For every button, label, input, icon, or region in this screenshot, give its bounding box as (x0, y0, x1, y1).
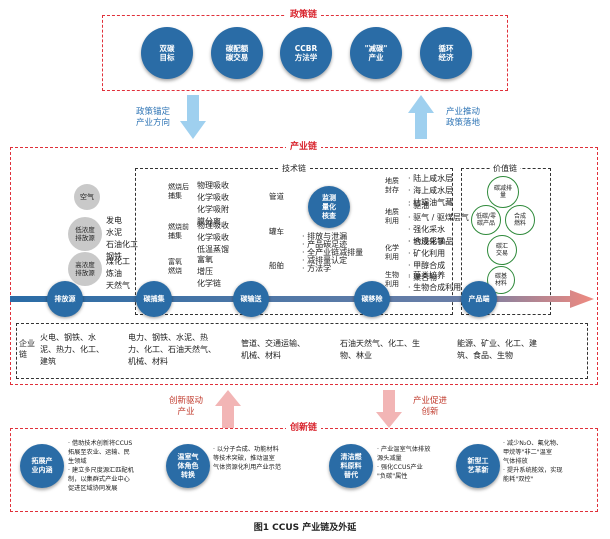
transport-tanker: 罐车 (269, 227, 284, 236)
figure-caption: 图1 CCUS 产业链及外延 (253, 523, 357, 533)
node-emission-source: 排放源 (47, 281, 83, 317)
removal-bio-utilization: 生物 利用 (385, 271, 399, 288)
enterprise-product: 能源、矿业、化工、建 筑、食品、生物 (457, 339, 537, 360)
label-policy-anchors-industry: 政策锚定 产业方向 (135, 107, 170, 128)
enterprise-removal: 石油天然气、化工、生 物、林业 (340, 339, 420, 360)
emission-high-concentration: 高浓度 排放源 (68, 252, 102, 286)
policy-item-ccbr: CCBR 方法学 (280, 27, 332, 79)
tech-chain-title: 技术链 (279, 163, 309, 174)
capture-post-combustion: 燃烧后 捕集 (168, 183, 189, 200)
capture-oxyfuel: 富氧 燃烧 (168, 258, 182, 275)
value-low-carbon-product: 低碳/零 碳产品 (471, 205, 501, 235)
capture-oxyfuel-items: 富氧 增压 化学链 (197, 255, 221, 288)
label-industry-promotes-innovation: 产业促进 创新 (412, 396, 447, 417)
enterprise-transport: 管道、交通运输、 机械、材料 (241, 339, 305, 360)
policy-chain-title: 政策链 (286, 9, 322, 21)
value-carbon-reduction: 碳减排 量 (487, 176, 519, 208)
removal-chem-utilization-items: · 合成化学品 · 矿化利用 · 甲醇合成 · 聚合物 (408, 237, 454, 282)
arrow-innovation-up (215, 390, 241, 428)
innovation-new-process: 新型工 艺革新 (456, 444, 500, 488)
emission-high-list: 煤化工 炼油 天然气 (106, 257, 130, 290)
node-product-end: 产品端 (461, 281, 497, 317)
removal-geo-utilization: 地质 利用 (385, 208, 399, 225)
removal-geo-storage-items: · 陆上咸水层 · 海上咸水层 · 枯竭油气藏 (408, 174, 454, 207)
capture-pre-combustion-items: 物理吸收 化学吸收 低温蒸馏 (197, 221, 229, 254)
arrow-industry-up (408, 95, 434, 139)
innovation-ghg-role-text: · 以分子合成、功能材料 等技术突破，推动温室 气体资源化利用产业示范 (213, 446, 282, 471)
emission-air: 空气 (74, 184, 100, 210)
main-chain-arrow (10, 290, 594, 308)
innovation-expand-industry-text: · 借助技术创新将CCUS 拓展至农业、运输、民 生领域 · 建立多尺度源汇匹配… (68, 440, 134, 492)
value-chain-title: 价值链 (490, 163, 520, 174)
innovation-expand-industry: 拓展产 业内涵 (20, 444, 64, 488)
policy-item-carbon-trading: 碳配额 碳交易 (211, 27, 263, 79)
innovation-clean-fuel: 清洁燃 料原料 替代 (329, 444, 373, 488)
transport-ship: 船舶 (269, 261, 284, 270)
enterprise-chain-box (16, 323, 588, 379)
innovation-new-process-text: · 减少N₂O、氟化物、 甲烷等"非二"温室 气体排放 · 提升系统能效，实现 … (503, 440, 563, 483)
industry-chain-title: 产业链 (286, 141, 322, 153)
innovation-chain-title: 创新链 (286, 422, 322, 434)
capture-post-combustion-items: 物理吸收 化学吸收 化学吸附 膜分离 (197, 181, 229, 226)
removal-chem-utilization: 化学 利用 (385, 244, 399, 261)
policy-item-decarbon-industry: "减碳" 产业 (350, 27, 402, 79)
enterprise-emission: 火电、钢铁、水 泥、热力、化工、 建筑 (40, 333, 104, 366)
value-synthetic-fuel: 合成 燃料 (505, 205, 535, 235)
removal-bio-utilization-items: · 藻类培养 · 生物合成利用 (408, 271, 462, 292)
transport-pipeline: 管道 (269, 192, 284, 201)
emission-low-concentration: 低浓度 排放源 (68, 217, 102, 251)
policy-item-circular-economy: 循环 经济 (420, 27, 472, 79)
arrow-industry-down (376, 390, 402, 428)
enterprise-label: 企业 链 (19, 339, 35, 359)
label-innovation-drives-industry: 创新驱动 产业 (168, 396, 203, 417)
label-industry-drives-policy: 产业推动 政策落地 (445, 107, 480, 128)
mrv-items: · 排放与泄漏 · 产品碳足迹 · 全产业链减排量 · 减排量认定 · 方法学 (302, 232, 364, 273)
mrv-circle: 监测 量化 核查 (308, 186, 350, 228)
node-carbon-capture: 碳捕集 (136, 281, 172, 317)
arrow-policy-down (180, 95, 206, 139)
policy-item-carbon-goals: 双碳 目标 (141, 27, 193, 79)
enterprise-capture: 电力、钢铁、水泥、热 力、化工、石油天然气、 机械、材料 (128, 333, 216, 366)
node-carbon-transport: 碳输送 (233, 281, 269, 317)
innovation-clean-fuel-text: · 产业温室气体排放 源头减量 · 强化CCUS产业 "负碳"属性 (377, 446, 431, 480)
emission-low-list: 发电 水泥 石油化工 钢铁 (106, 216, 138, 261)
removal-geo-utilization-items: · 驱油 · 驱气 / 驱煤层气 · 强化采水 · 地浸采铀 (408, 201, 469, 246)
innovation-ghg-role: 温室气 体角色 转换 (166, 444, 210, 488)
removal-geo-storage: 地质 封存 (385, 177, 399, 194)
value-carbon-sink: 碳汇 交易 (487, 235, 517, 265)
node-carbon-removal: 碳移除 (354, 281, 390, 317)
capture-pre-combustion: 燃烧前 捕集 (168, 223, 189, 240)
